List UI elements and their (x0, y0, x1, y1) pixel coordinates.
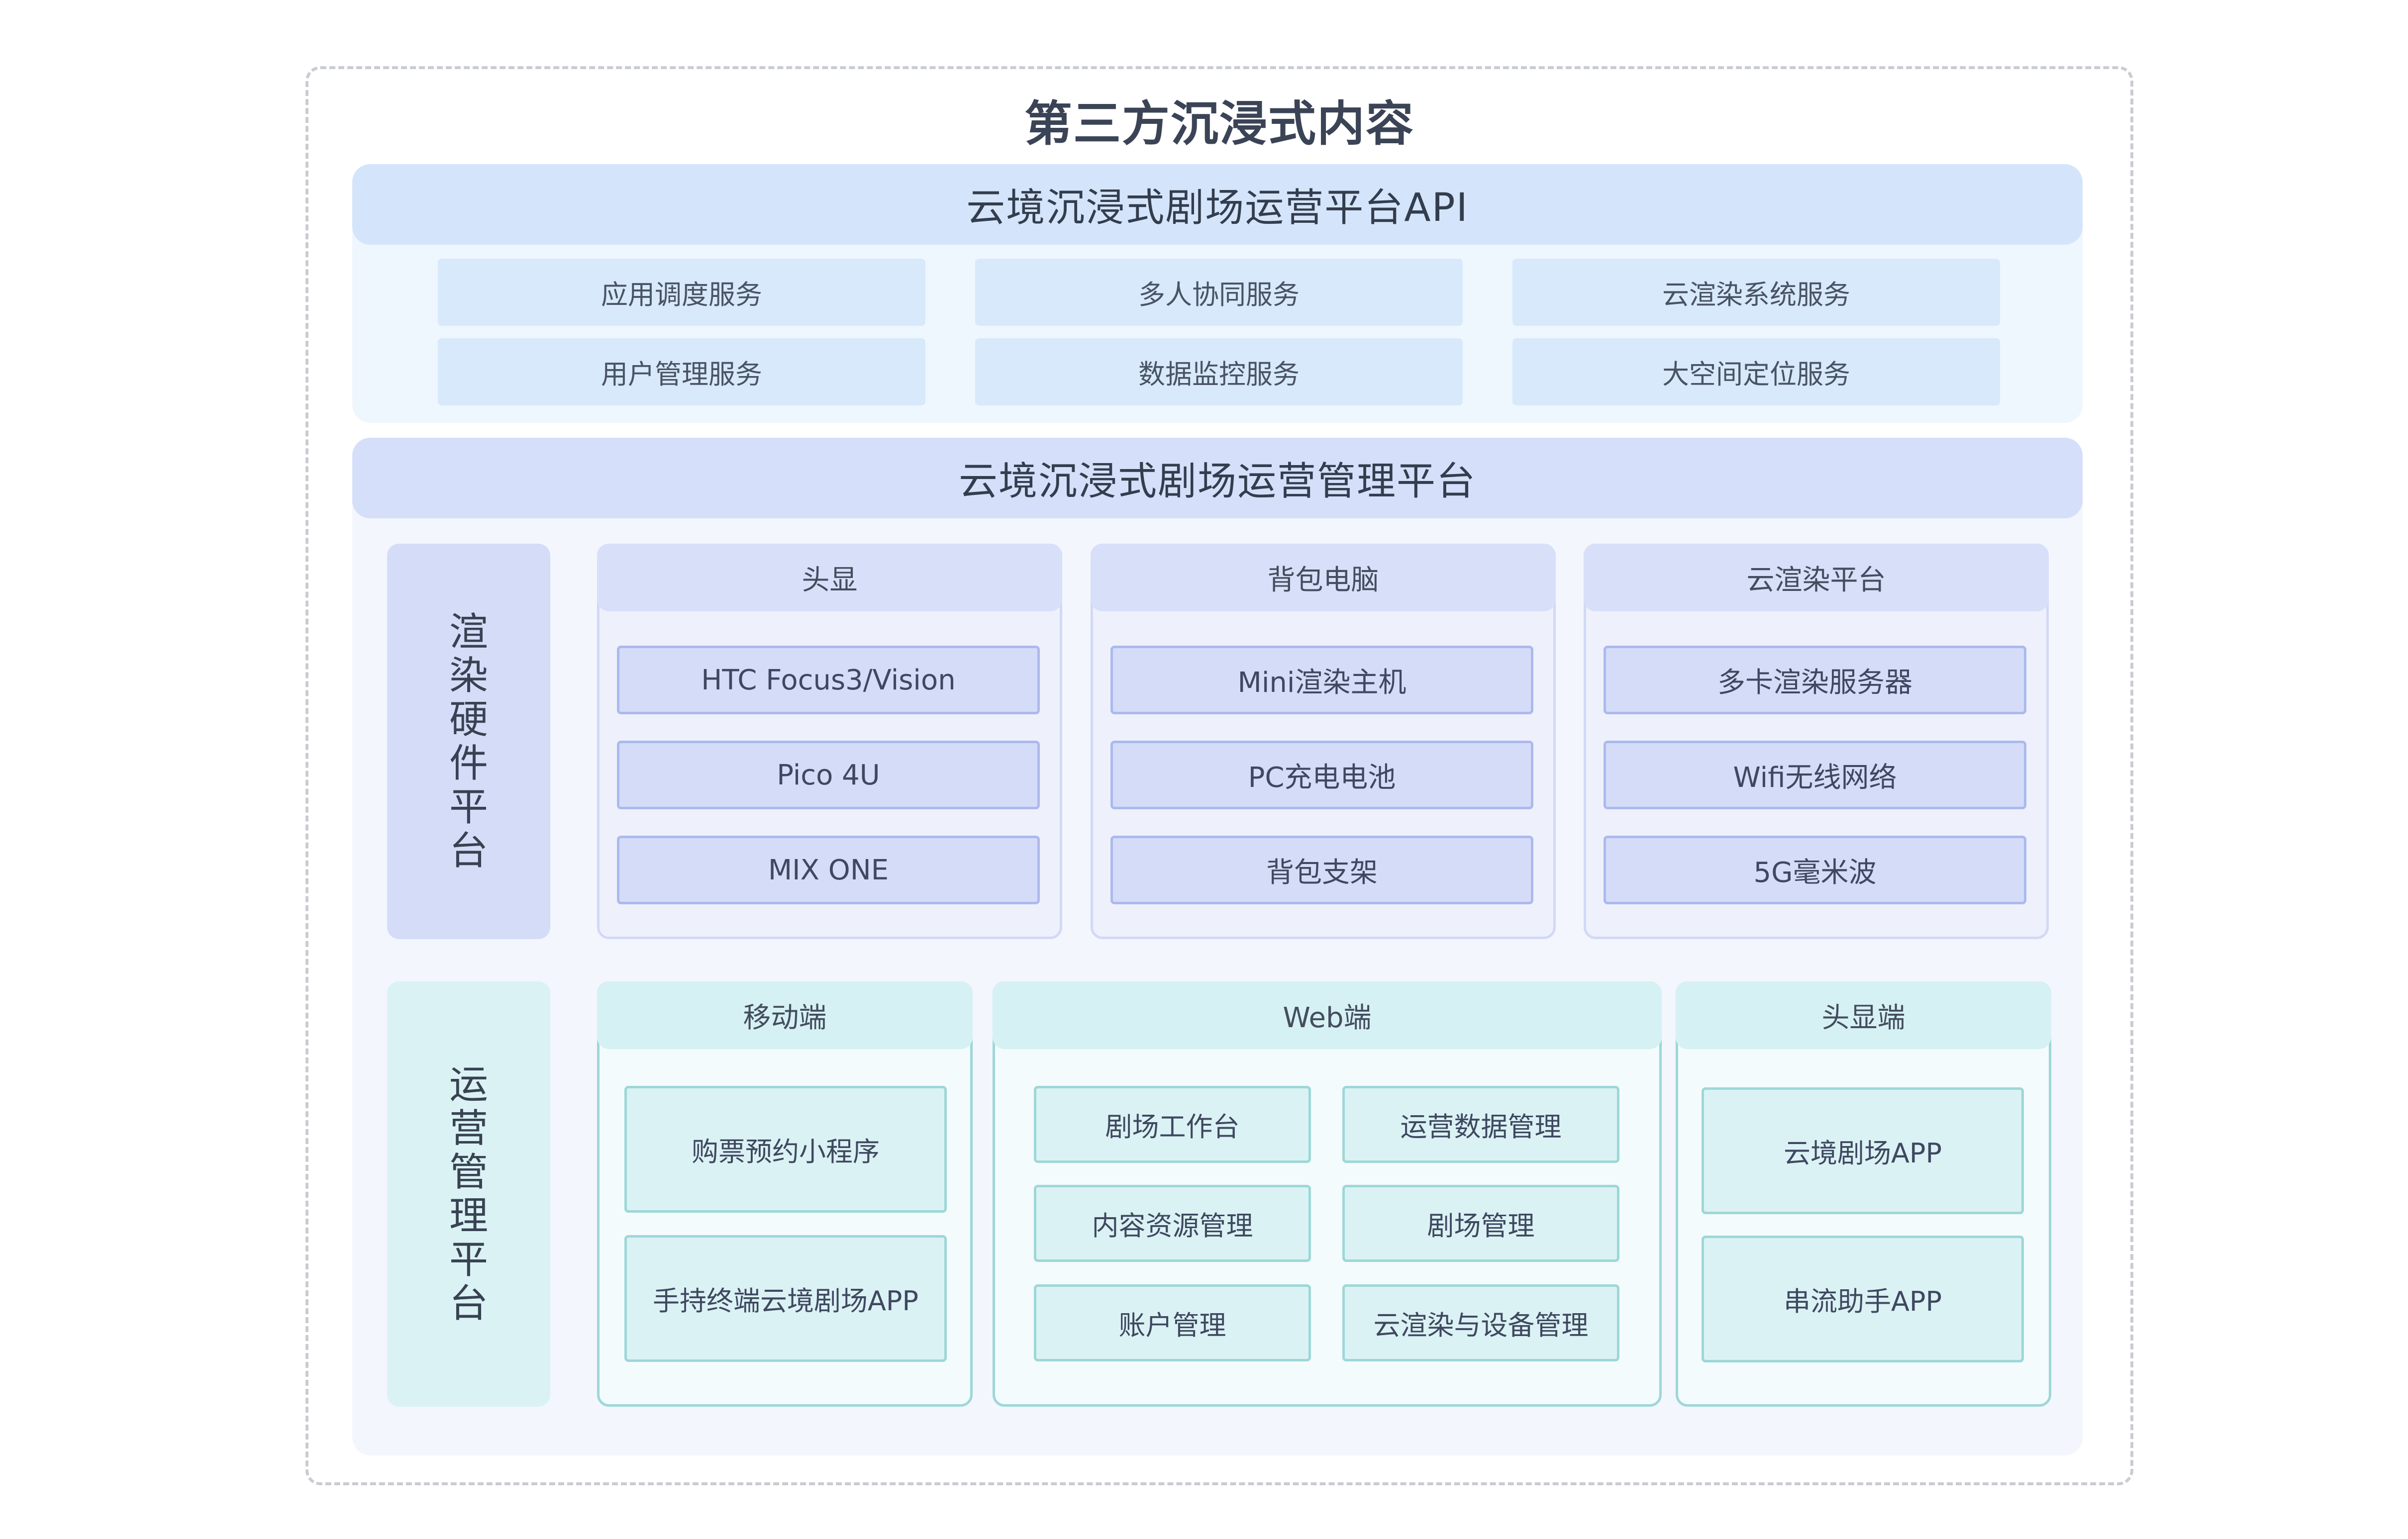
service-box: 云渲染系统服务 (1512, 259, 2000, 326)
hardware-item: PC充电电池 (1110, 741, 1533, 809)
hardware-item: 多卡渲染服务器 (1604, 646, 2026, 714)
hardware-item: Mini渲染主机 (1110, 646, 1533, 714)
outer-dashed-frame (305, 66, 2133, 1485)
service-box: 数据监控服务 (975, 338, 1463, 405)
management-header: 云境沉浸式剧场运营管理平台 (352, 438, 2083, 518)
hardware-group-title: 头显 (597, 544, 1062, 611)
operations-group-title: 移动端 (597, 981, 973, 1049)
service-box: 大空间定位服务 (1512, 338, 2000, 405)
hardware-item: Pico 4U (617, 741, 1040, 809)
operations-item: 串流助手APP (1702, 1236, 2024, 1362)
operations-item: 内容资源管理 (1034, 1185, 1311, 1262)
operations-item: 剧场工作台 (1034, 1086, 1311, 1163)
hardware-group-title: 云渲染平台 (1584, 544, 2049, 611)
hardware-item: HTC Focus3/Vision (617, 646, 1040, 714)
hardware-side-text: 渲染硬件平台 (449, 609, 488, 873)
service-box: 应用调度服务 (438, 259, 925, 326)
operations-item: 手持终端云境剧场APP (624, 1235, 947, 1362)
operations-item: 账户管理 (1034, 1284, 1311, 1361)
operations-group-title: 头显端 (1676, 981, 2051, 1049)
hardware-item: Wifi无线网络 (1604, 741, 2026, 809)
operations-item: 购票预约小程序 (624, 1086, 947, 1213)
hardware-item: 5G毫米波 (1604, 836, 2026, 904)
operations-item: 云渲染与设备管理 (1342, 1284, 1619, 1361)
operations-item: 运营数据管理 (1342, 1086, 1619, 1163)
service-box: 多人协同服务 (975, 259, 1463, 326)
operations-group-title: Web端 (993, 981, 1662, 1049)
page-title: 第三方沉浸式内容 (1024, 96, 1414, 152)
service-box: 用户管理服务 (438, 338, 925, 405)
operations-item: 云境剧场APP (1702, 1087, 2024, 1214)
operations-side-label: 运营管理平台 (387, 981, 550, 1407)
hardware-item: MIX ONE (617, 836, 1040, 904)
hardware-item: 背包支架 (1110, 836, 1533, 904)
hardware-side-label: 渲染硬件平台 (387, 544, 550, 939)
hardware-group-title: 背包电脑 (1091, 544, 1556, 611)
api-header: 云境沉浸式剧场运营平台API (352, 164, 2083, 245)
operations-item: 剧场管理 (1342, 1185, 1619, 1262)
operations-side-text: 运营管理平台 (449, 1062, 488, 1326)
